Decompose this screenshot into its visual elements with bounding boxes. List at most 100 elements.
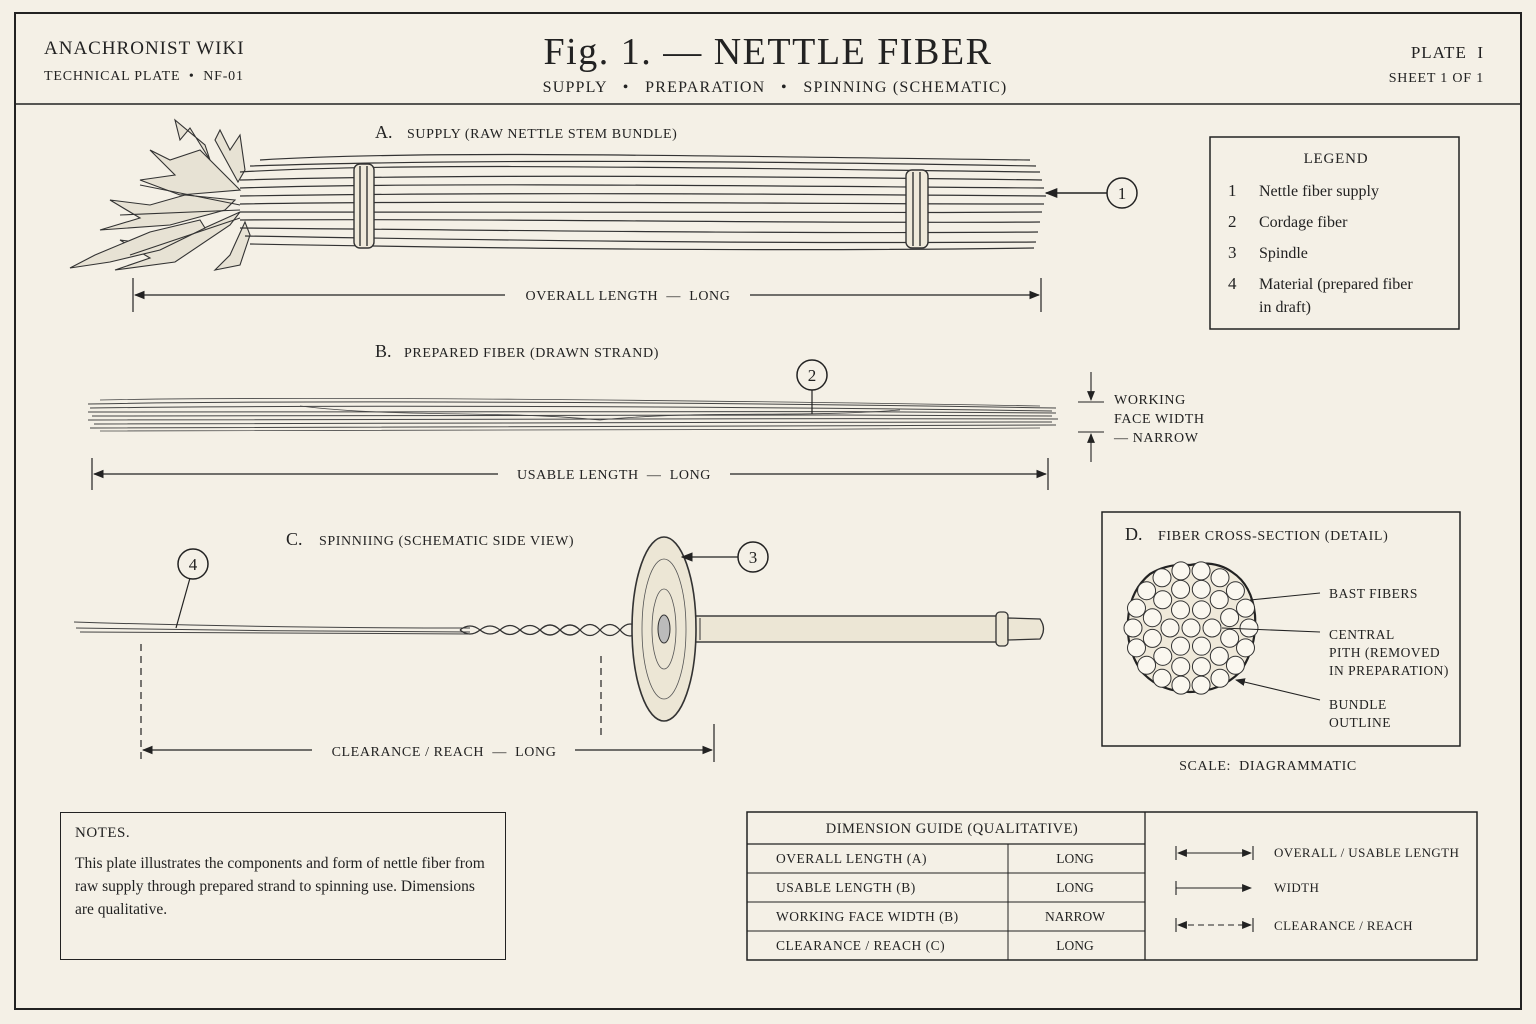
guide-row-value: NARROW [1045, 909, 1105, 924]
cross-section-box [1101, 511, 1461, 747]
key-length-label: OVERALL / USABLE LENGTH [1274, 845, 1459, 860]
bast-fiber-cell [1209, 590, 1229, 610]
dimension-guide: DIMENSION GUIDE (QUALITATIVE) OVERALL LE… [746, 811, 1478, 961]
section-d-title: FIBER CROSS-SECTION (DETAIL) [1158, 529, 1388, 544]
legend-item-num: 2 [1228, 212, 1237, 231]
legend-item-label: Cordage fiber [1259, 214, 1348, 231]
legend-item-num: 3 [1228, 243, 1237, 262]
callout-2-circle [796, 359, 828, 391]
plate-number: PLATE I [1411, 43, 1484, 62]
drawn-fiber-strand [87, 397, 1059, 432]
callout-4-leader [175, 577, 191, 629]
plate-id: TECHNICAL PLATE • NF-01 [44, 69, 244, 84]
bast-fiber-cell [1126, 638, 1146, 658]
bast-fiber-cell [1209, 646, 1229, 666]
notes-box: NOTES. This plate illustrates the compon… [60, 812, 506, 960]
nettle-stem-bundle [69, 118, 1047, 271]
bast-fiber-cell [1202, 618, 1222, 638]
bast-fiber-cell [1160, 618, 1180, 638]
callout-3-number: 3 [749, 548, 758, 567]
callout-2-number: 2 [808, 366, 817, 385]
bast-fiber-cell [1152, 568, 1172, 588]
guide-row-label: USABLE LENGTH (B) [776, 880, 916, 895]
bast-fiber-cell [1191, 657, 1211, 677]
bast-fiber-cell [1210, 668, 1230, 688]
label-outline-line-2: OUTLINE [1329, 715, 1391, 730]
bast-fiber-cell [1192, 636, 1211, 656]
label-pith-line-1: CENTRAL [1329, 627, 1395, 642]
page-subtitle: SUPPLY • PREPARATION • SPINNING (SCHEMAT… [543, 79, 1008, 96]
dim-c-label: CLEARANCE / REACH — LONG [332, 745, 557, 760]
bast-fiber-cell [1142, 608, 1162, 628]
guide-title: DIMENSION GUIDE (QUALITATIVE) [826, 821, 1079, 837]
sheet-number: SHEET 1 OF 1 [1389, 71, 1484, 86]
spindle [631, 536, 1045, 722]
legend-items: 1 Nettle fiber supply 2 Cordage fiber 3 … [1228, 181, 1413, 316]
legend-title: LEGEND [1304, 151, 1369, 167]
legend-item-label: Nettle fiber supply [1259, 183, 1379, 200]
label-pith-line-2: PITH (REMOVED [1329, 645, 1440, 660]
notes-title: NOTES. [75, 825, 131, 841]
key-width-label: WIDTH [1274, 880, 1319, 895]
label-outline-leader [1235, 678, 1321, 701]
dim-b-label: USABLE LENGTH — LONG [517, 468, 711, 483]
section-c-letter: C. [286, 529, 303, 549]
bast-fiber-cell [1236, 638, 1256, 658]
spinning-fiber [73, 621, 471, 635]
bast-fiber-cell [1171, 636, 1190, 656]
label-bast-fibers: BAST FIBERS [1329, 586, 1418, 601]
bundle-bindings [353, 163, 929, 249]
bast-fiber-cell [1171, 579, 1191, 599]
callout-4-number: 4 [189, 555, 198, 574]
guide-row-value: LONG [1056, 938, 1094, 953]
bast-fiber-cell [1225, 655, 1245, 675]
bast-fiber-cell [1236, 598, 1256, 618]
nettle-leaves [69, 118, 251, 271]
notes-body: This plate illustrates the components an… [75, 855, 485, 918]
section-d-letter: D. [1125, 524, 1143, 544]
width-label-line-2: FACE WIDTH [1114, 412, 1205, 427]
bast-fiber-cell [1181, 618, 1201, 638]
guide-row-label: OVERALL LENGTH (A) [776, 851, 927, 866]
bast-fiber-cell [1153, 646, 1173, 666]
bast-fiber-cell [1153, 590, 1173, 610]
key-clearance-label: CLEARANCE / REACH [1274, 918, 1413, 933]
fiber-cross-section [1123, 561, 1259, 695]
section-a-letter: A. [375, 122, 393, 142]
spindle-shaft [669, 615, 1007, 643]
bast-fiber-cell [1137, 581, 1157, 601]
dim-a-label: OVERALL LENGTH — LONG [526, 289, 731, 304]
bast-fiber-cell [1171, 675, 1191, 695]
section-b-letter: B. [375, 341, 392, 361]
section-c-title: SPINNIING (SCHEMATIC SIDE VIEW) [319, 534, 574, 549]
bundle-stems [239, 153, 1047, 251]
width-label-line-3: — NARROW [1113, 431, 1199, 446]
section-b-title: PREPARED FIBER (DRAWN STRAND) [404, 346, 659, 361]
width-label-line-1: WORKING [1114, 393, 1186, 408]
bast-fiber-cell [1126, 598, 1146, 618]
legend-item-label-cont: in draft) [1259, 299, 1311, 316]
section-a-title: SUPPLY (RAW NETTLE STEM BUNDLE) [407, 127, 677, 142]
bast-fiber-cell [1152, 668, 1172, 688]
bast-fiber-cell [1123, 618, 1143, 638]
bast-fiber-cell [1137, 655, 1157, 675]
twisted-yarn [459, 623, 661, 637]
plate-frame [14, 12, 1522, 1010]
bast-fiber-cell [1171, 657, 1191, 677]
legend-item-label: Spindle [1259, 245, 1308, 262]
bast-fiber-cell [1239, 618, 1259, 638]
label-outline-line-1: BUNDLE [1329, 697, 1387, 712]
callout-1-number: 1 [1118, 184, 1127, 203]
spindle-tip [1007, 617, 1045, 641]
wiki-name: ANACHRONIST WIKI [44, 38, 245, 59]
bast-fiber-cell [1171, 561, 1191, 581]
label-pith-line-3: IN PREPARATION) [1329, 663, 1449, 678]
page-title: Fig. 1. — NETTLE FIBER [544, 31, 993, 73]
bast-fiber-cell [1192, 600, 1211, 620]
guide-row-value: LONG [1056, 851, 1094, 866]
bast-fiber-cell [1220, 628, 1240, 648]
bast-fiber-cell [1191, 579, 1211, 599]
legend-item-num: 4 [1228, 274, 1237, 293]
legend-item-label: Material (prepared fiber [1259, 276, 1413, 293]
